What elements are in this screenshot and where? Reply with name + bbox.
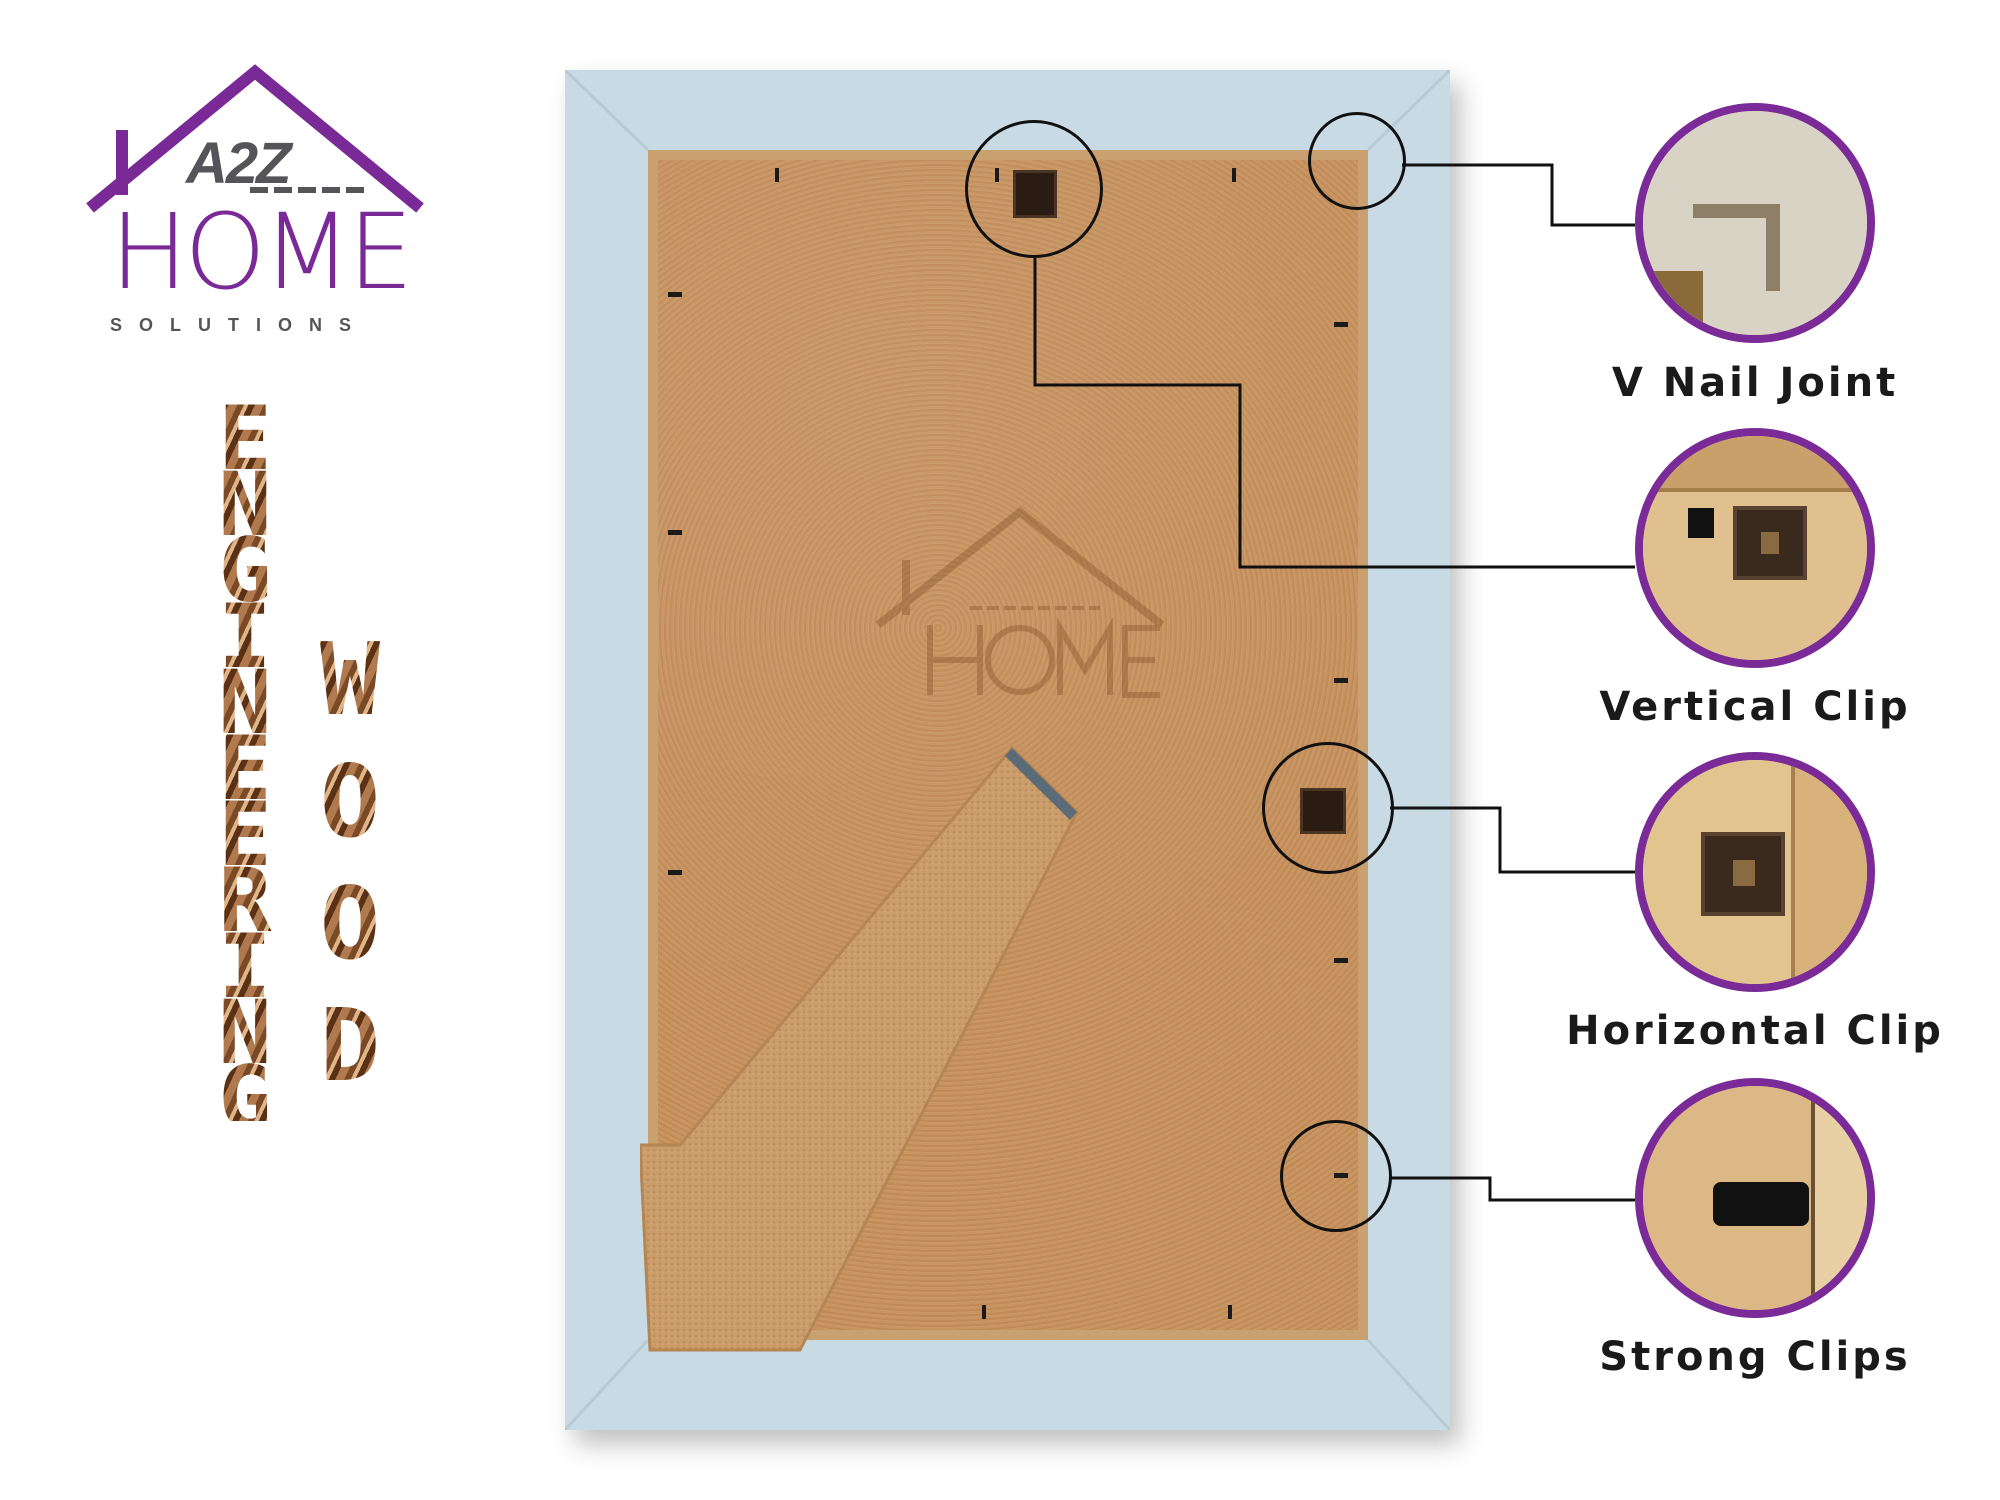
logo-a2z-text: A2Z [186,131,292,196]
strong-clip-icon [1635,1078,1875,1318]
edge-clip-mark [668,292,682,297]
edge-clip-mark [775,168,779,182]
embossed-logo-icon [875,506,1165,698]
v-nail-joint-highlight-ring [1308,112,1406,210]
edge-clip-mark [1334,678,1348,683]
edge-clip-mark [668,530,682,535]
easel-stand [640,745,1079,1352]
logo-home-text: HOME [110,191,414,313]
edge-clip-mark [982,1305,986,1319]
edge-clip-mark [1232,168,1236,182]
feature-caption-horizontal-clip: Horizontal Clip [1566,1008,1944,1054]
vertical-clip-icon [1635,428,1875,668]
v-nail-joint-icon [1635,103,1875,343]
frame-bevel [565,70,1450,1430]
feature-caption-vertical-clip: Vertical Clip [1599,684,1911,730]
feature-caption-strong-clips: Strong Clips [1599,1334,1911,1380]
horizontal-clip-icon [1635,752,1875,992]
vertical-clip-highlight-ring [965,120,1103,258]
house-roof-icon [86,64,424,213]
edge-clip-mark [1334,322,1348,327]
brand-logo: A2Z HOME SOLUTIONS [80,60,430,350]
logo-solutions-text: SOLUTIONS [110,315,369,335]
strong-clip-highlight-ring [1280,1120,1392,1232]
edge-clip-mark [1228,1305,1232,1319]
horizontal-clip-highlight-ring [1262,742,1394,874]
edge-clip-mark [1334,958,1348,963]
edge-clip-mark [668,870,682,875]
feature-caption-v-nail-joint: V Nail Joint [1611,360,1899,406]
